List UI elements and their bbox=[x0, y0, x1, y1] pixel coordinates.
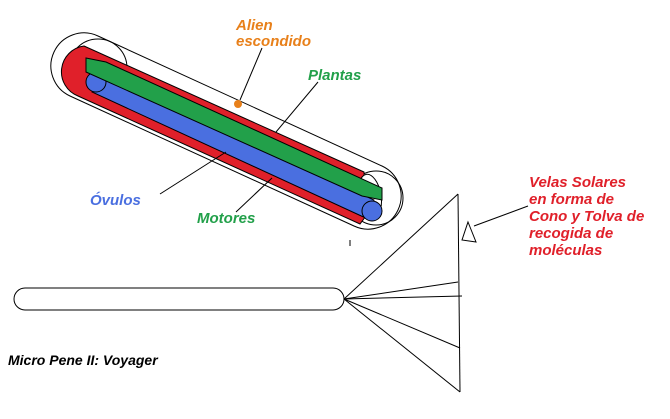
label-motores: Motores bbox=[197, 210, 256, 227]
voyager-body bbox=[13, 287, 345, 311]
diagram-title: Micro Pene II: Voyager bbox=[8, 352, 158, 368]
sail-marker bbox=[461, 205, 529, 243]
label-plantas: Plantas bbox=[308, 67, 362, 84]
label-alien: Alien escondido bbox=[236, 17, 312, 50]
alien-dot bbox=[234, 100, 242, 108]
pointer-lines bbox=[159, 47, 351, 246]
label-velas-solares: Velas Solares en forma de Cono y Tolva d… bbox=[529, 174, 645, 259]
solar-sail-cone bbox=[343, 193, 463, 393]
label-ovulos: Óvulos bbox=[90, 192, 141, 209]
plants-bar bbox=[85, 57, 383, 201]
